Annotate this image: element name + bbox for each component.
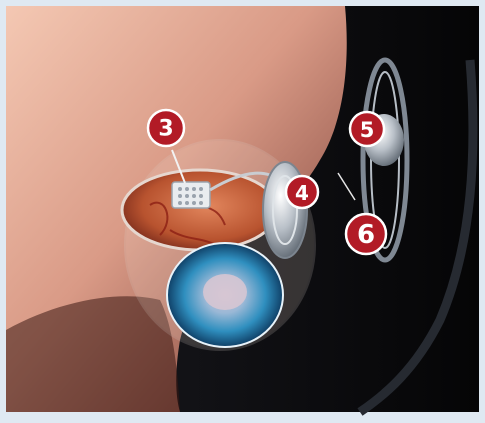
label-6-text: 6	[357, 220, 375, 250]
label-badge-6: 6	[346, 214, 386, 254]
retinal-implant-chip	[172, 182, 210, 208]
label-5-text: 5	[360, 118, 375, 142]
label-4-text: 4	[295, 181, 309, 205]
pupil-highlight	[203, 274, 247, 310]
label-badge-5: 5	[350, 112, 384, 146]
label-badge-4: 4	[286, 176, 318, 208]
label-3-text: 3	[158, 117, 173, 142]
label-badge-3: 3	[148, 110, 184, 146]
